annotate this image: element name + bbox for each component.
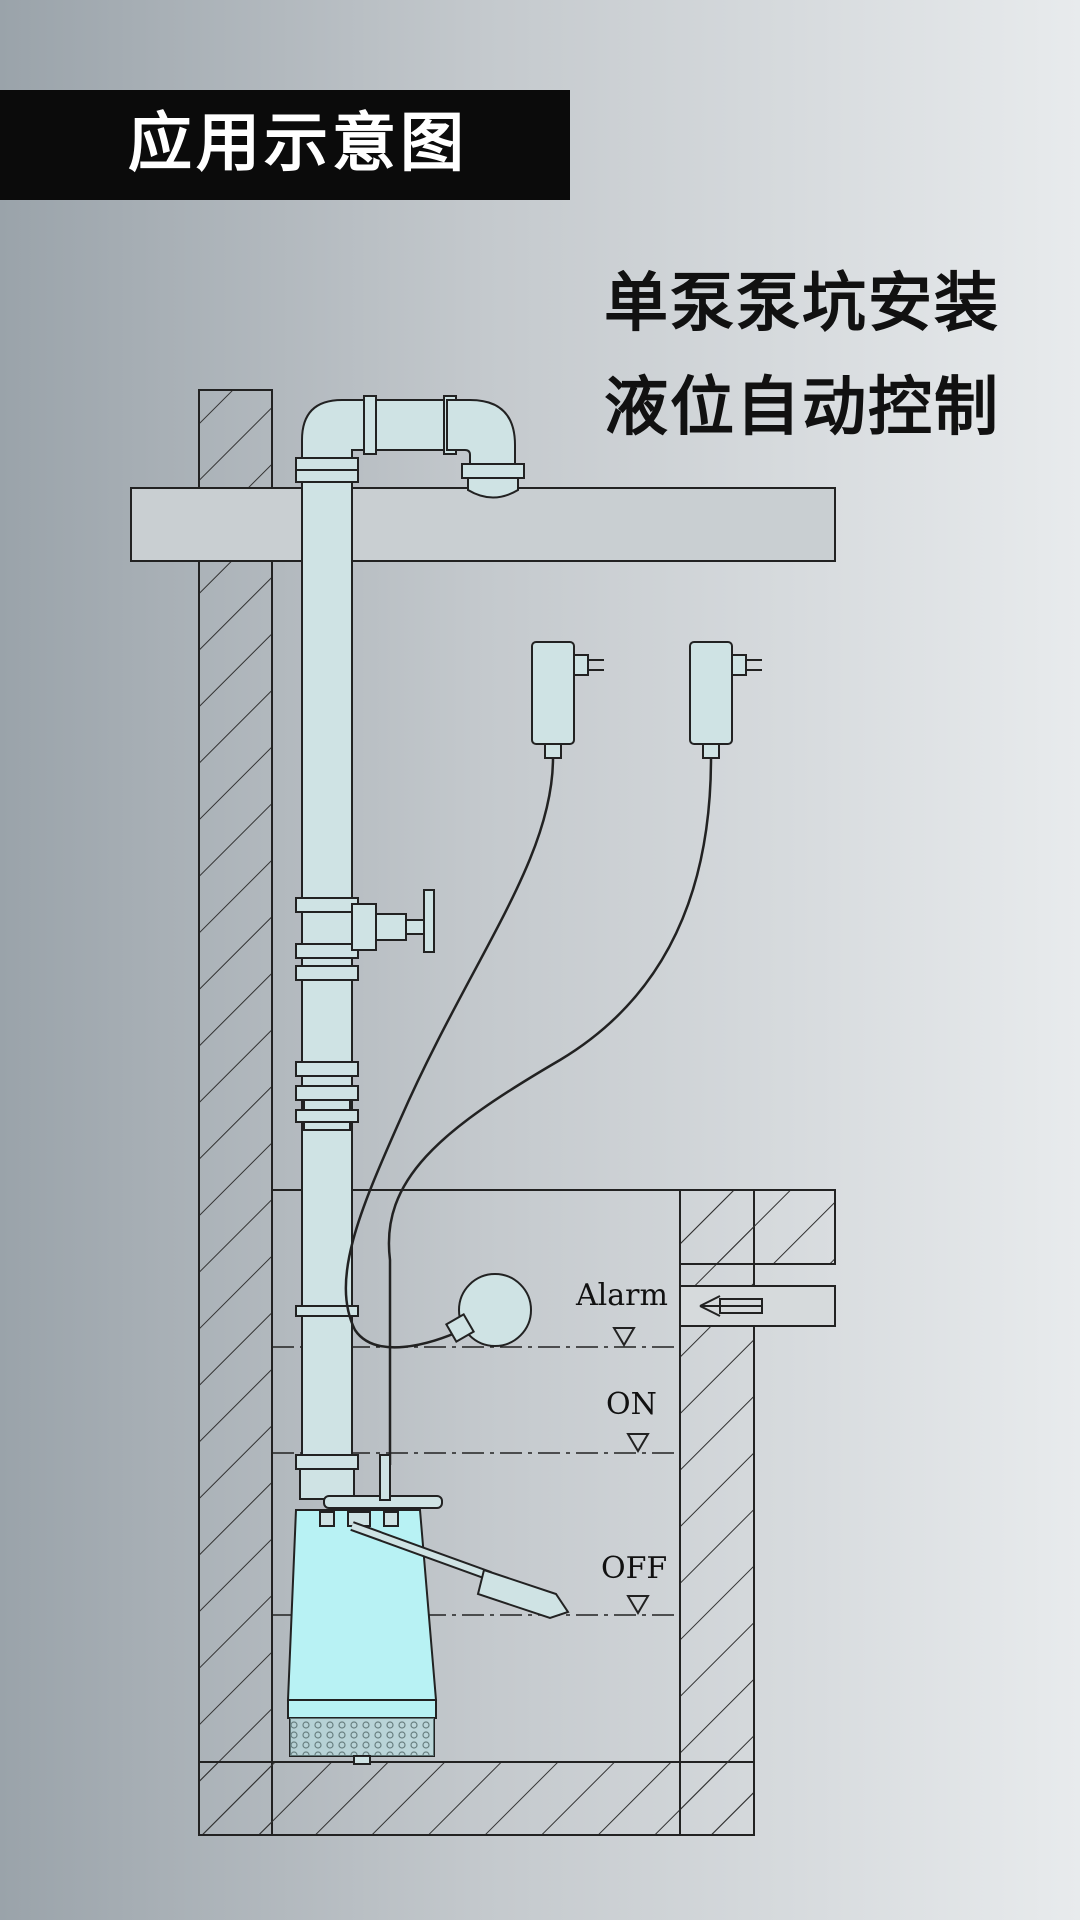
title-bar	[0, 90, 570, 200]
alarm-label: Alarm	[575, 1278, 668, 1313]
float-controller-2	[689, 641, 762, 759]
subtitle-line-1: 单泵泵坑安装	[604, 267, 1000, 341]
alarm-level-marker	[612, 1327, 636, 1347]
pipe-clamp	[295, 1305, 359, 1317]
alarm-float-ball	[444, 1273, 532, 1347]
inlet-pipe	[679, 1285, 836, 1327]
page-title: 应用示意图	[128, 107, 468, 181]
submersible-pump	[286, 1454, 443, 1765]
floor-slab	[130, 487, 836, 562]
float-cables	[344, 757, 713, 1465]
check-valve	[295, 965, 359, 1131]
gate-valve	[295, 889, 435, 959]
float-controller-1	[531, 641, 604, 759]
off-level-marker	[626, 1595, 650, 1615]
subtitle-line-2: 液位自动控制	[604, 371, 1000, 445]
off-label: OFF	[601, 1551, 667, 1586]
on-label: ON	[606, 1387, 657, 1422]
on-off-float-switch	[350, 1521, 570, 1620]
on-level-marker	[626, 1433, 650, 1453]
